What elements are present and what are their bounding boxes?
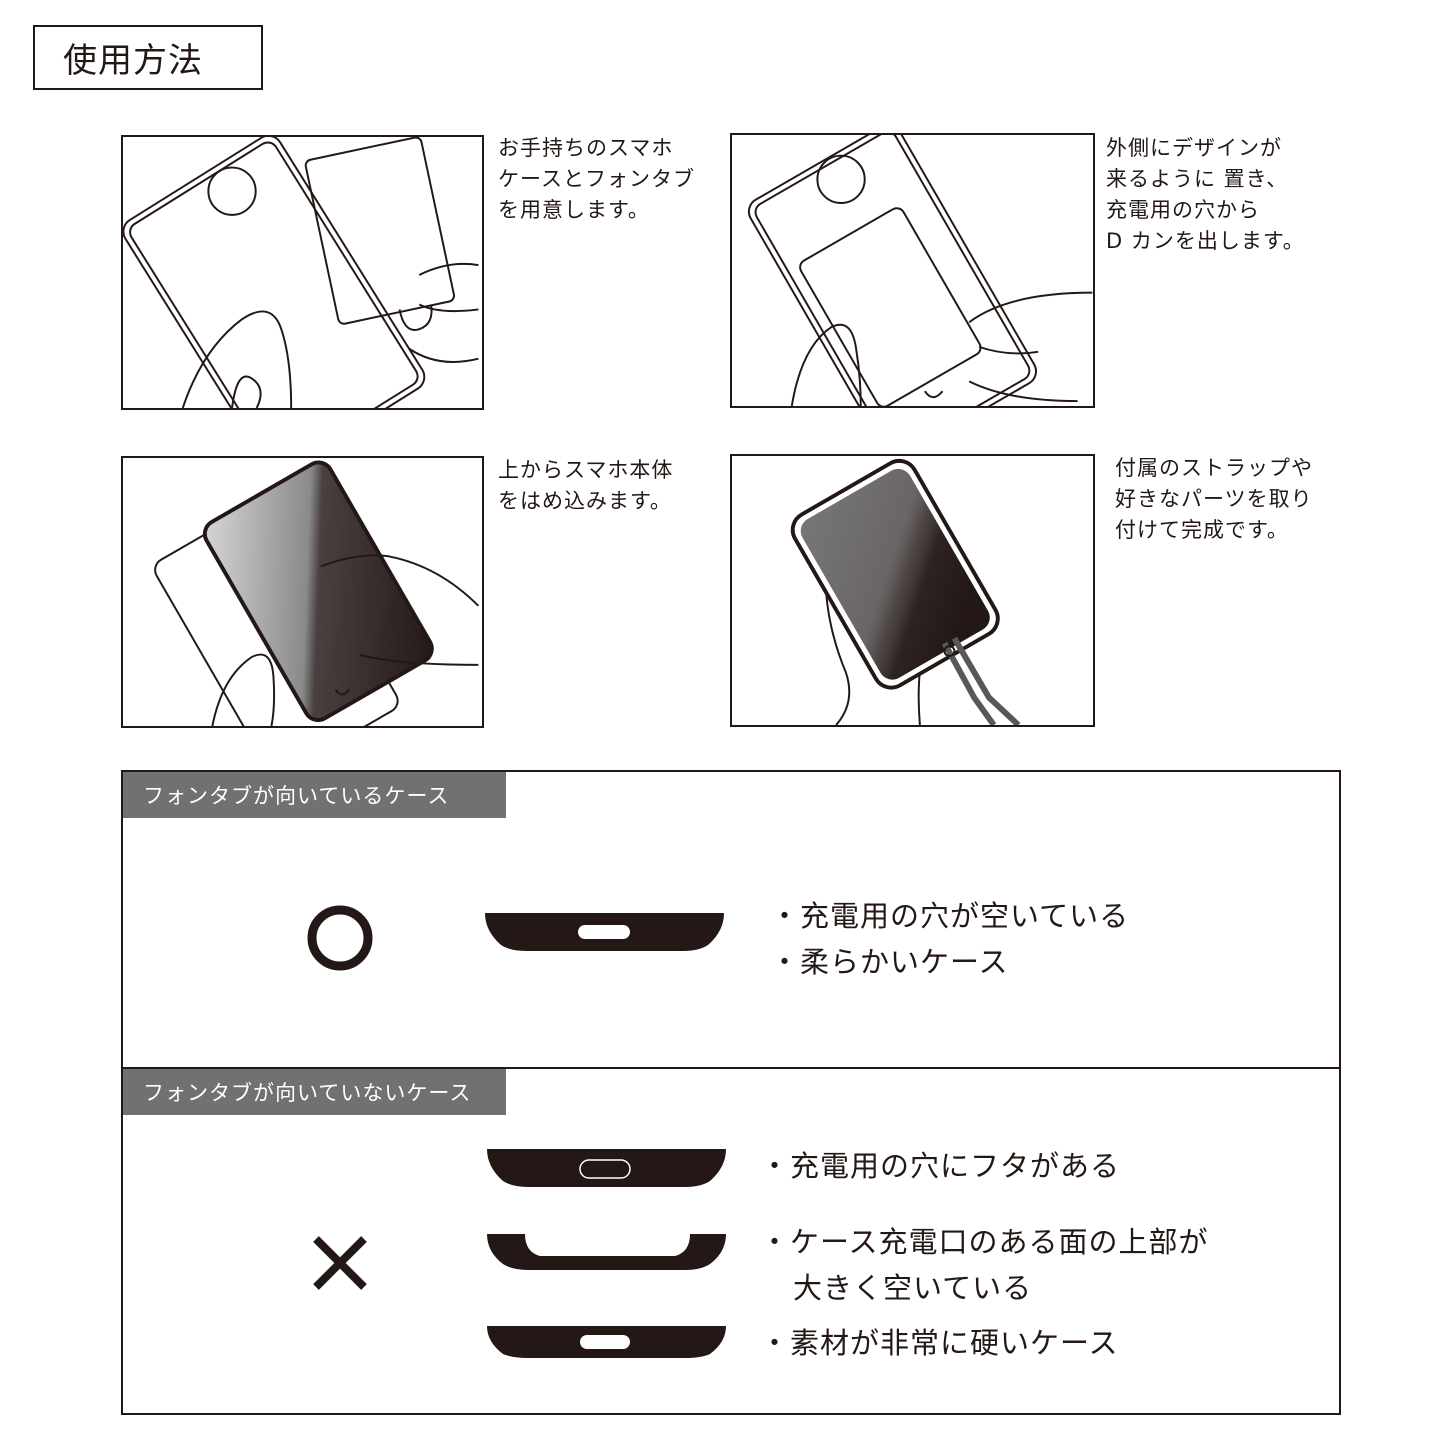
port-open-hole-icon-2	[487, 1326, 726, 1358]
unsuitable-item-2: ・ケース充電口のある面の上部が	[760, 1225, 1209, 1259]
step-4-illustration	[730, 454, 1095, 727]
suitable-item-2: ・柔らかいケース	[770, 945, 1009, 979]
page-title: 使用方法	[33, 25, 263, 90]
unsuitable-cases-label-text: フォンタブが向いていないケース	[143, 1081, 472, 1105]
unsuitable-cases-label: フォンタブが向いていないケース	[123, 1069, 506, 1115]
suitable-cases-label-text: フォンタブが向いているケース	[143, 784, 450, 808]
suitable-item-1: ・充電用の穴が空いている	[770, 899, 1130, 933]
step-4-text: 付属のストラップや 好きなパーツを取り 付けて完成です。	[1115, 456, 1313, 542]
unsuitable-item-3: ・素材が非常に硬いケース	[760, 1326, 1119, 1360]
compatibility-panel	[121, 770, 1341, 1415]
section-divider	[121, 1067, 1341, 1069]
unsuitable-item-2-line2: 大きく空いている	[793, 1271, 1033, 1305]
step-1-text: お手持ちのスマホ ケースとフォンタブ を用意します。	[498, 136, 695, 222]
case-and-phonetab-icon	[123, 137, 479, 408]
unsuitable-item-1: ・充電用の穴にフタがある	[760, 1149, 1121, 1183]
phonetab-in-case-icon	[747, 135, 1093, 406]
step-3-text: 上からスマホ本体 をはめ込みます。	[498, 458, 674, 513]
step-2-text: 外側にデザインが 来るように 置き、 充電用の穴から D カンを出します。	[1106, 136, 1305, 253]
page-title-text: 使用方法	[63, 41, 203, 81]
step-2-illustration	[730, 133, 1095, 408]
port-covered-hole-icon	[487, 1149, 726, 1187]
circle-icon	[307, 905, 373, 971]
cross-icon	[313, 1236, 367, 1290]
port-wide-cutout-icon	[487, 1234, 726, 1270]
step-3-illustration	[121, 456, 484, 728]
phone-with-strap-icon	[790, 458, 1021, 725]
port-open-hole-icon	[485, 913, 724, 951]
step-1-illustration	[121, 135, 484, 410]
phone-insert-icon	[154, 460, 480, 726]
suitable-cases-label: フォンタブが向いているケース	[123, 772, 506, 818]
